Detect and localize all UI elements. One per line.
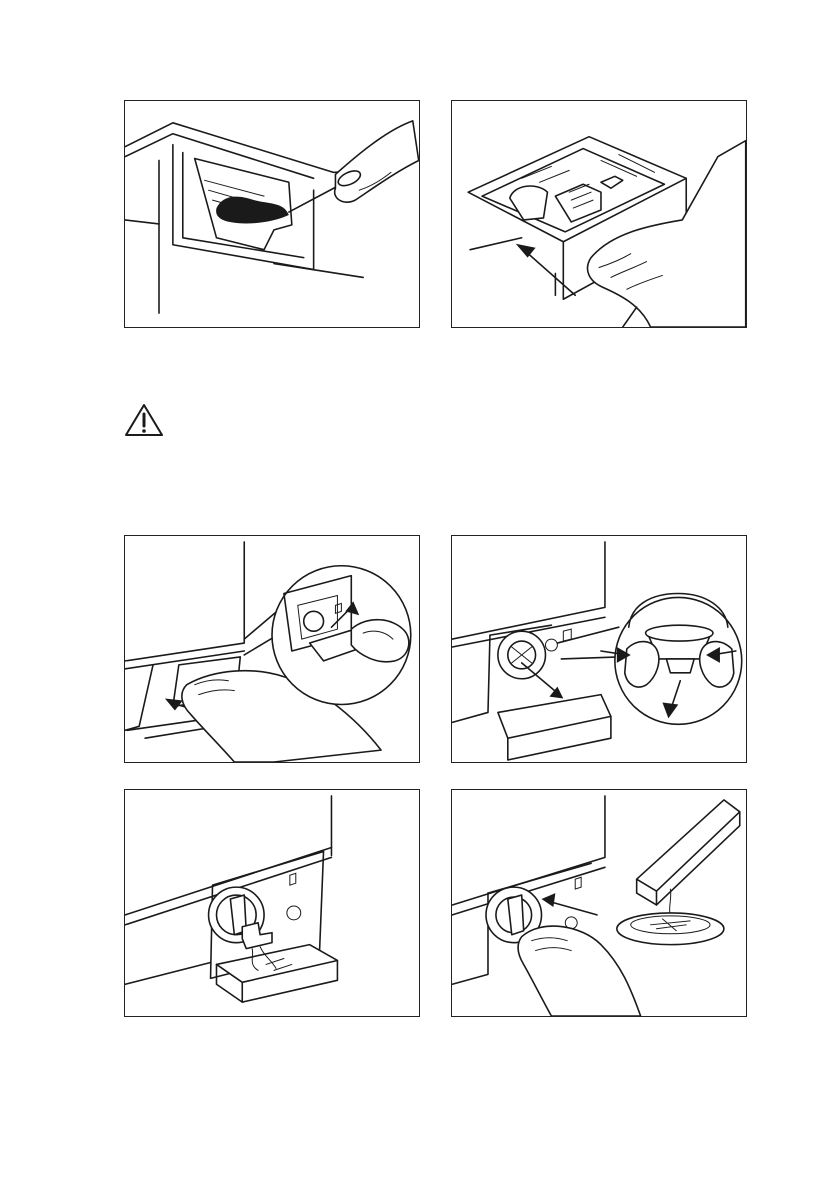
figure-refit-filter-and-empty-tray — [451, 789, 747, 1017]
figure-insert-dispenser-drawer — [451, 100, 747, 328]
dispenser-drawer-illustration — [452, 101, 746, 327]
filter-flap-illustration — [125, 536, 419, 762]
warning-triangle-icon — [124, 403, 164, 437]
drain-water-illustration — [125, 790, 419, 1016]
drain-hose-illustration — [452, 536, 746, 762]
figure-clean-dispenser-brush — [124, 100, 420, 328]
figure-drain-water-into-tray — [124, 789, 420, 1017]
figure-remove-emergency-drain-hose — [451, 535, 747, 763]
figure-open-filter-flap — [124, 535, 420, 763]
refit-filter-illustration — [452, 790, 746, 1016]
dispenser-brush-illustration — [125, 101, 419, 327]
